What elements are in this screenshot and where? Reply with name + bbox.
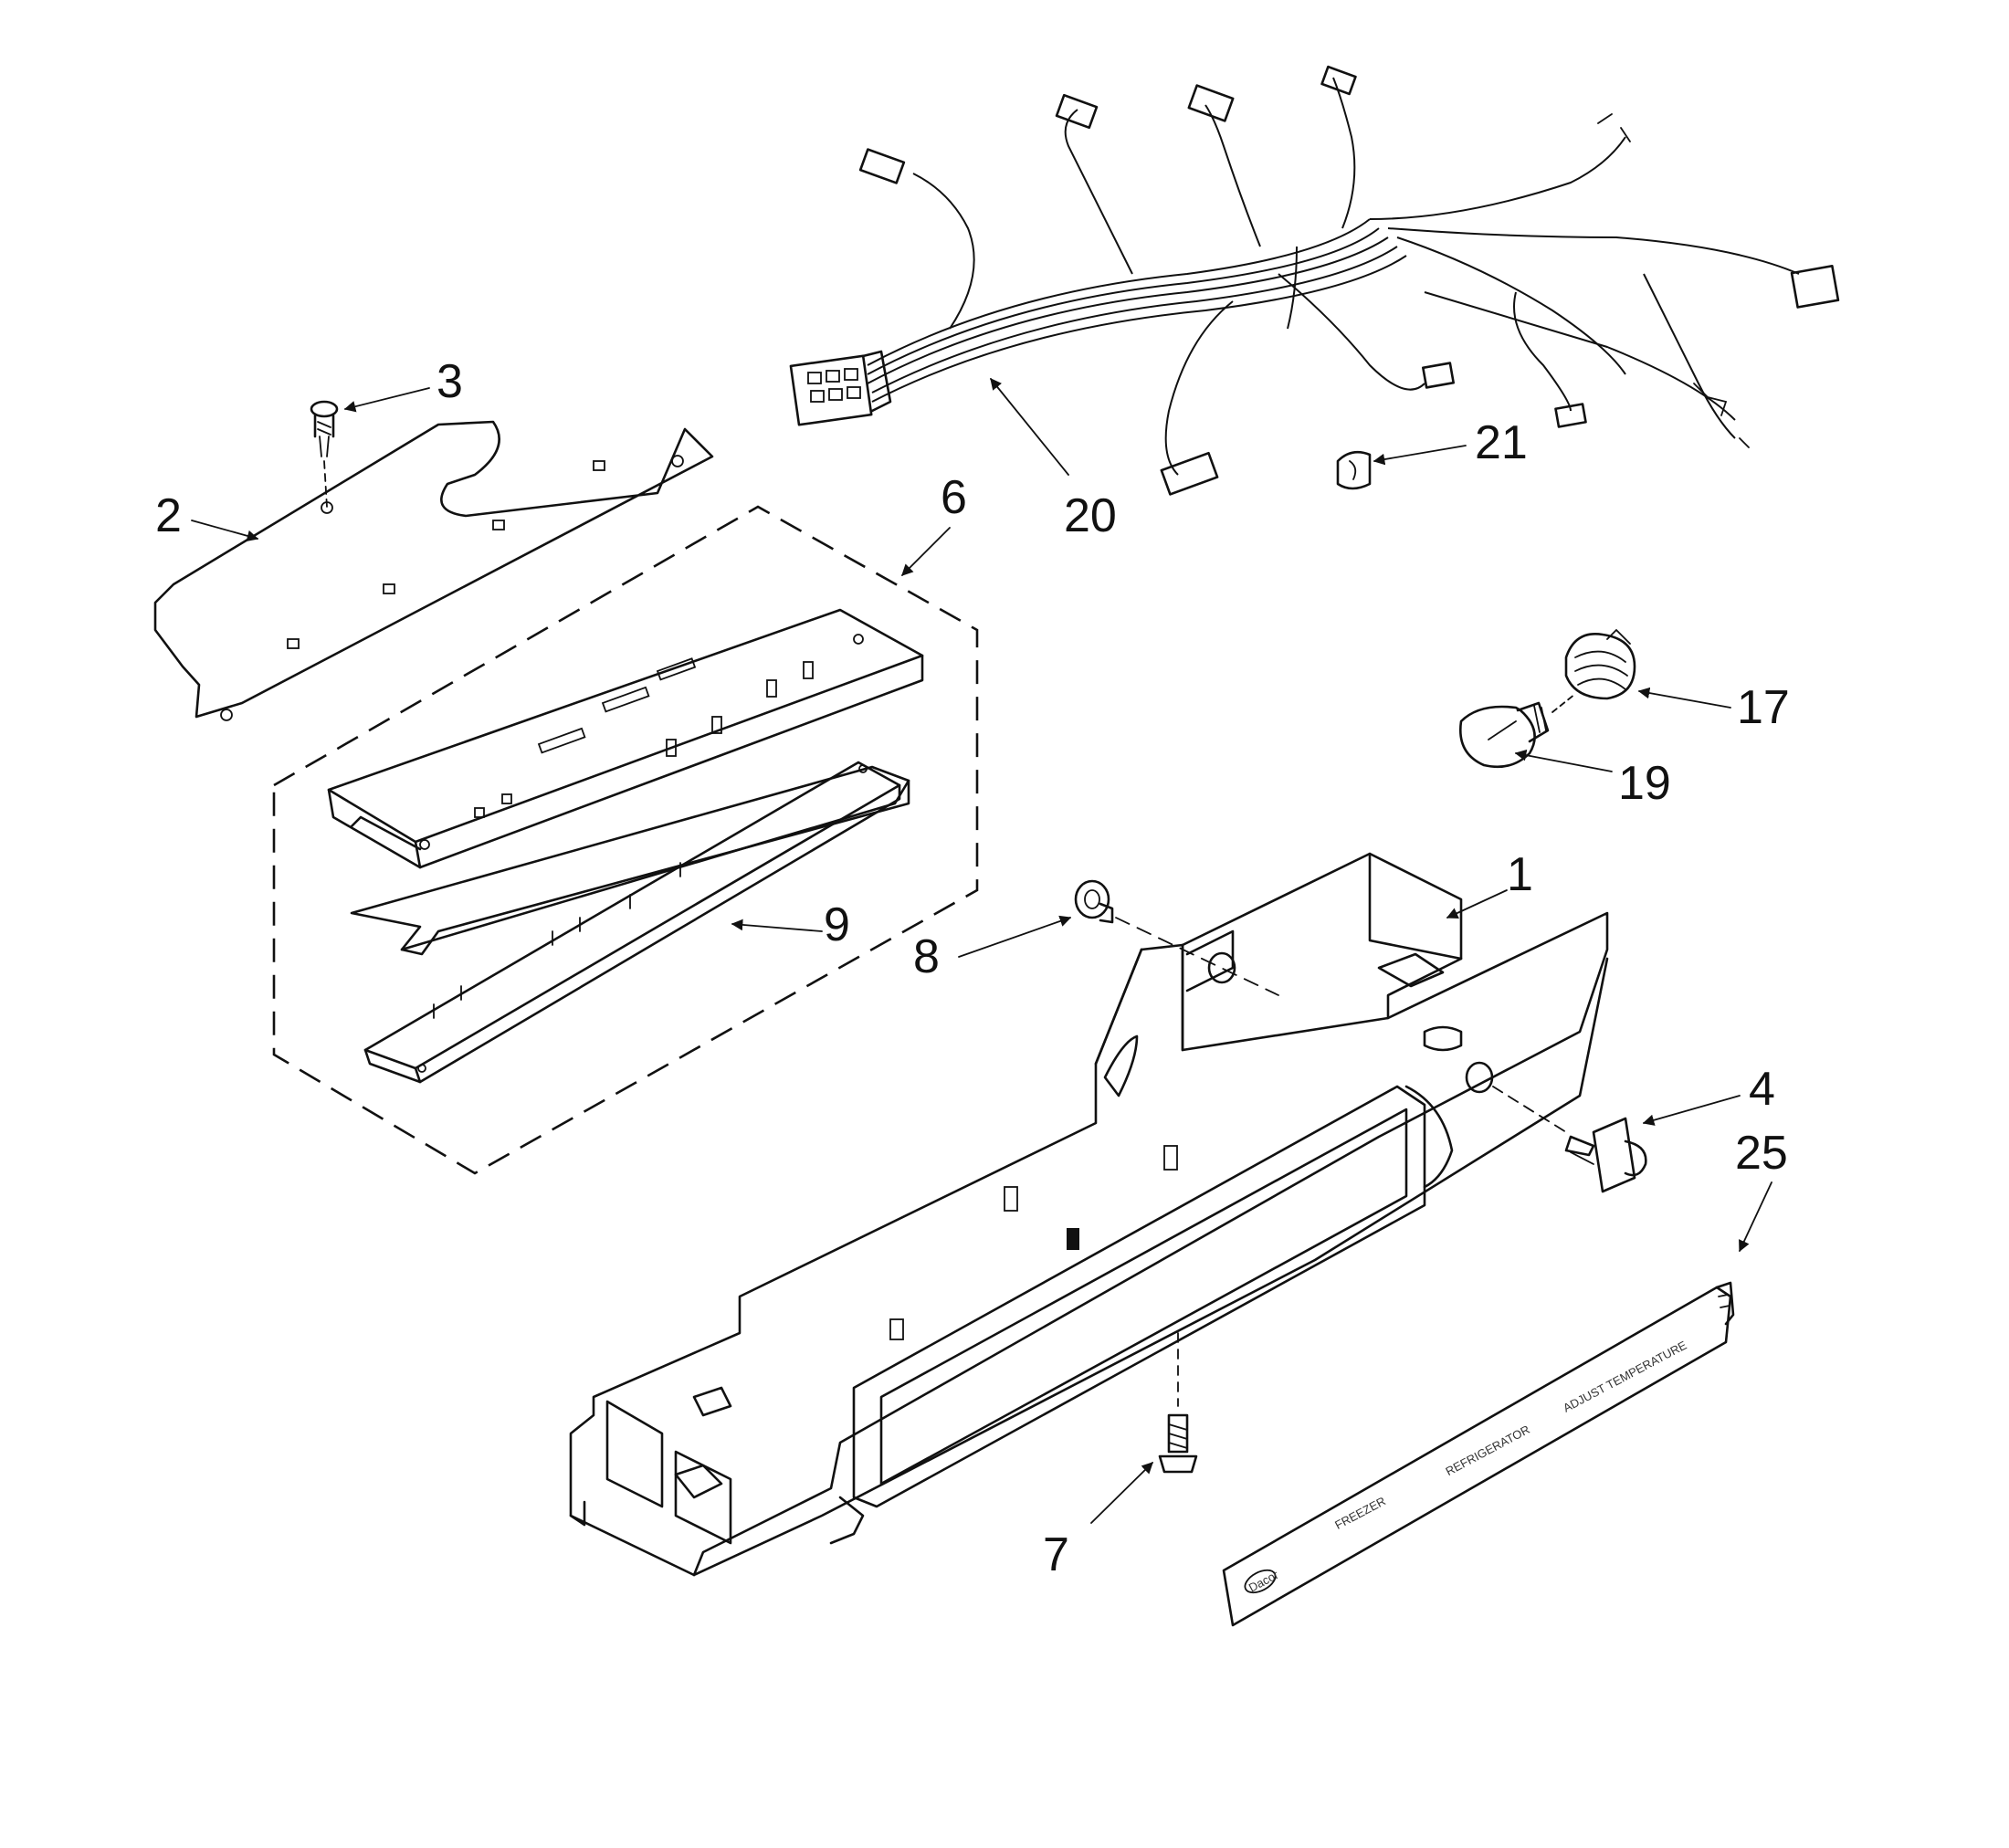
callout-2: 2 <box>155 489 182 542</box>
screw-part-3 <box>310 400 339 508</box>
circuit-board-upper <box>327 608 924 869</box>
callout-3: 3 <box>437 355 463 408</box>
callout-19: 19 <box>1618 757 1671 810</box>
switch-part-4 <box>1492 1086 1647 1193</box>
light-bulb-part-19 <box>1458 693 1576 769</box>
callout-6: 6 <box>941 471 967 524</box>
plug-part-8 <box>1074 879 1279 996</box>
callout-8: 8 <box>913 930 940 983</box>
lamp-socket-part-17 <box>1564 628 1636 700</box>
callout-7: 7 <box>1043 1528 1069 1581</box>
mounting-plate <box>153 420 714 721</box>
callout-21: 21 <box>1475 416 1528 469</box>
callout-25: 25 <box>1735 1127 1788 1180</box>
callout-9: 9 <box>824 898 850 951</box>
callout-1: 1 <box>1507 848 1533 901</box>
wiring-harness-part-20 <box>789 65 1840 496</box>
control-housing-part-1 <box>569 852 1609 1577</box>
callout-4: 4 <box>1749 1063 1775 1116</box>
screw-part-7 <box>1158 1332 1198 1474</box>
circuit-board-lower-part-9 <box>350 761 910 1084</box>
callout-labels: 1 2 3 4 6 7 8 9 17 19 20 21 25 <box>155 355 1790 1581</box>
overlay-label-adjust: ADJUST TEMPERATURE <box>1561 1338 1689 1414</box>
callout-17: 17 <box>1737 681 1790 734</box>
overlay-label-freezer: FREEZER <box>1332 1494 1388 1532</box>
clip-part-21 <box>1336 450 1372 490</box>
callout-20: 20 <box>1064 489 1117 542</box>
kit-outline-part-6 <box>272 505 979 1175</box>
overlay-panel-part-25: Dacor FREEZER REFRIGERATOR ADJUST TEMPER… <box>1222 1281 1735 1627</box>
overlay-label-refrigerator: REFRIGERATOR <box>1443 1423 1531 1478</box>
leader-arrows <box>191 378 1772 1524</box>
